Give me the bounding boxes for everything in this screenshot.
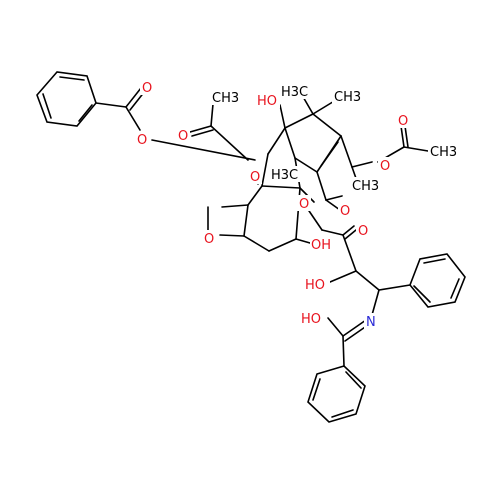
benzoyl-ester-bonds <box>95 87 256 161</box>
acetyl-right-bonds <box>377 125 429 163</box>
label-o-center-ester: O <box>250 170 260 185</box>
benzoyl-ring-top-left <box>36 71 97 127</box>
label-o-oxetane: O <box>204 232 214 247</box>
label-o-side-carbonyl: O <box>358 224 368 239</box>
label-o-benzoyl-ester: O <box>137 133 147 148</box>
label-o-acetyl-right-carbonyl: O <box>398 114 408 129</box>
side-chain-bonds <box>304 204 411 316</box>
label-h3c-top: H3C <box>281 85 308 100</box>
label-h3c-center: H3C <box>271 168 298 183</box>
label-oh-ring: OH <box>311 238 331 253</box>
label-oh-side: HO <box>305 278 325 293</box>
label-oh-top: HO <box>257 94 277 109</box>
label-n-amide: N <box>366 315 376 330</box>
label-ch3-acetyl-left: CH3 <box>212 91 239 106</box>
label-ch3-top-right: CH3 <box>334 90 361 105</box>
label-o-center-2: O <box>299 197 309 212</box>
acetyl-left-bonds <box>189 103 249 161</box>
phenyl-ring-right <box>409 253 466 308</box>
label-ch3-acetyl-right: CH3 <box>430 145 457 160</box>
label-oh-amide: HO <box>301 312 321 327</box>
label-o-acetyl-right: O <box>380 159 390 174</box>
label-ch3-center: CH3 <box>352 179 379 194</box>
label-o-ketone: O <box>340 204 350 219</box>
benzoyl-ring-bottom <box>307 365 366 423</box>
amide-bonds <box>327 317 369 367</box>
atom-labels: O O CH3 O HO H3C CH3 O O CH3 O H3C CH3 O… <box>135 79 464 330</box>
label-o-benzoyl-carbonyl: O <box>142 81 152 96</box>
label-o-acetyl-left: O <box>178 129 188 144</box>
